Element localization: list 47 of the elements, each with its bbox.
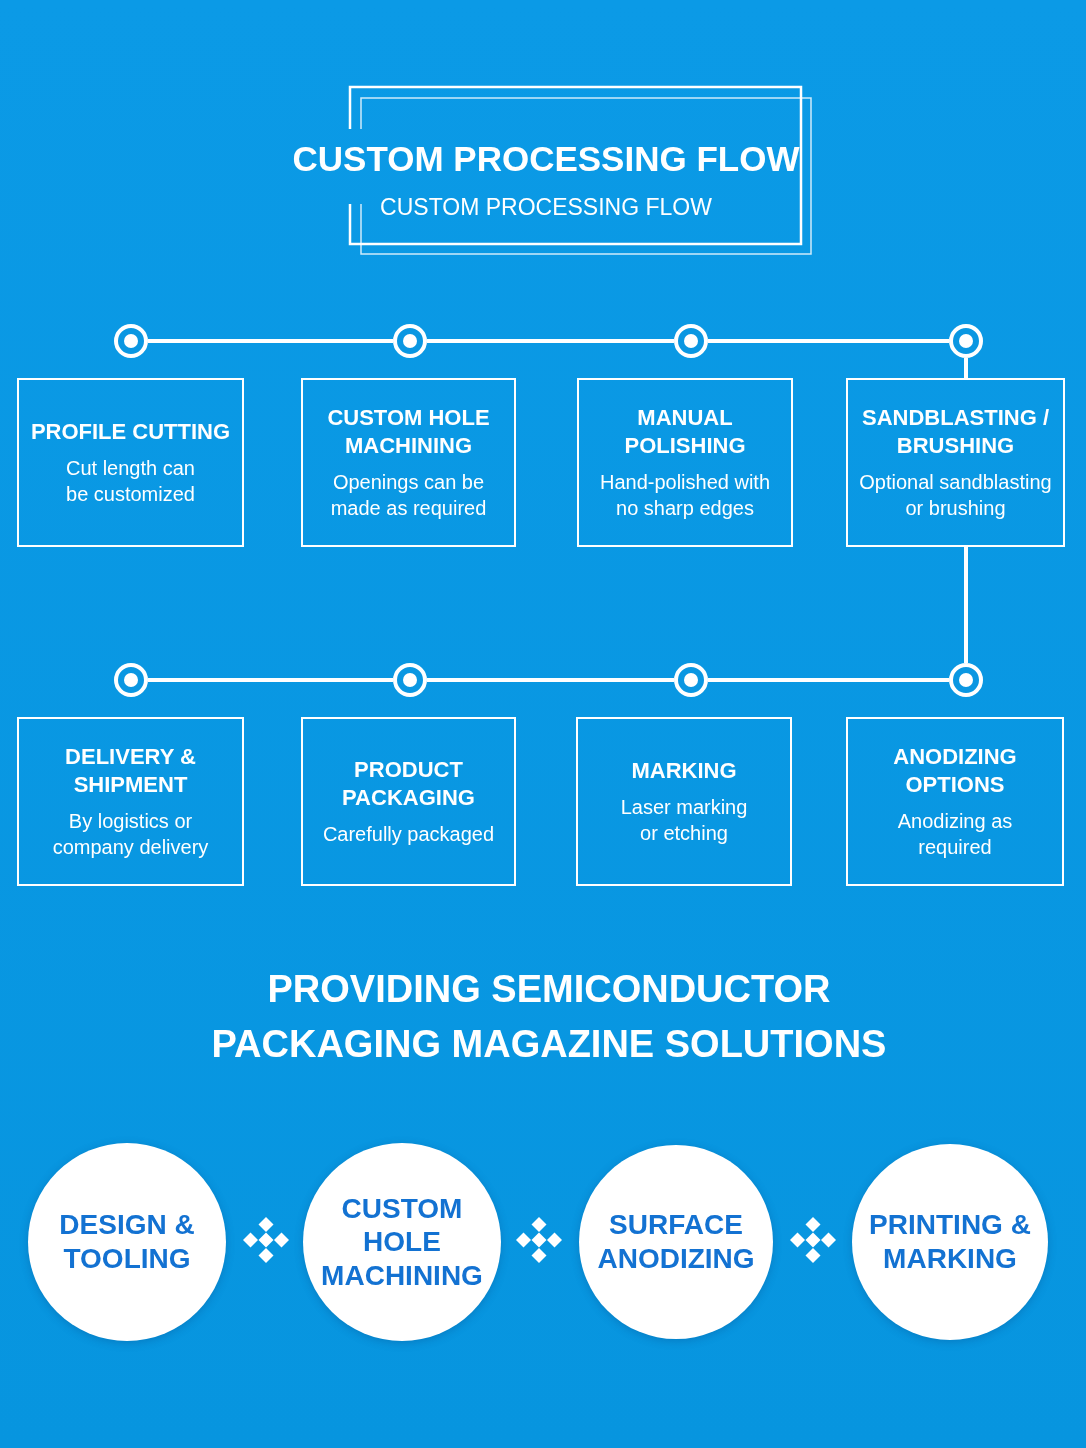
connector-line — [708, 678, 949, 682]
step-title: PROFILE CUTTING — [30, 417, 231, 446]
circle-label: DESIGN & TOOLING — [58, 1208, 196, 1276]
connector-line — [148, 339, 393, 343]
step-title: PRODUCT PACKAGING — [341, 756, 476, 811]
timeline-dot — [114, 663, 148, 697]
step-description: Anodizing as required — [896, 809, 1014, 860]
connector-line — [964, 358, 968, 378]
timeline-dot — [393, 324, 427, 358]
section-heading: PROVIDING SEMICONDUCTOR PACKAGING MAGAZINE SOLUTIONS — [210, 967, 888, 1067]
process-box — [576, 717, 792, 886]
step-title: DELIVERY & SHIPMENT — [64, 743, 197, 798]
timeline-dot — [674, 324, 708, 358]
step-description: Optional sandblasting or brushing — [858, 470, 1053, 521]
step-title: SANDBLASTING / BRUSHING — [861, 404, 1050, 459]
circle-label: PRINTING & MARKING — [868, 1208, 1032, 1276]
process-box — [577, 378, 793, 547]
step-description: Openings can be made as required — [329, 470, 488, 521]
step-title: CUSTOM HOLE MACHINING — [326, 404, 491, 459]
connector-line — [148, 678, 393, 682]
process-box — [301, 378, 516, 547]
step-title: MARKING — [631, 756, 737, 785]
step-description: Laser marking or etching — [619, 795, 749, 847]
step-title: ANODIZING OPTIONS — [892, 743, 1018, 798]
circle-label: CUSTOM HOLE MACHINING — [320, 1191, 484, 1293]
step-description: By logistics or company delivery — [51, 809, 210, 860]
timeline-dot — [674, 663, 708, 697]
process-box — [846, 378, 1065, 547]
process-box — [17, 378, 244, 547]
step-description: Cut length can be customized — [65, 456, 196, 508]
subtitle: CUSTOM PROCESSING FLOW — [380, 193, 712, 221]
timeline-dot — [114, 324, 148, 358]
connector-line — [427, 339, 674, 343]
process-box — [301, 717, 516, 886]
title: CUSTOM PROCESSING FLOW — [292, 138, 800, 180]
process-box — [17, 717, 244, 886]
timeline-dot — [393, 663, 427, 697]
step-description: Carefully packaged — [322, 822, 495, 847]
process-box — [846, 717, 1064, 886]
step-description: Hand-polished with no sharp edges — [598, 470, 772, 521]
circle-label: SURFACE ANODIZING — [596, 1208, 756, 1276]
timeline-dot — [949, 324, 983, 358]
connector-line — [708, 339, 949, 343]
connector-line — [964, 547, 968, 663]
step-title: MANUAL POLISHING — [623, 404, 747, 459]
timeline-dot — [949, 663, 983, 697]
connector-line — [427, 678, 674, 682]
